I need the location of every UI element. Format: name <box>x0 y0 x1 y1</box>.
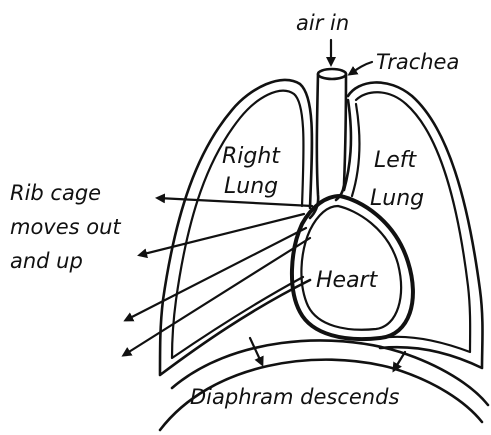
diaphragm-arrow-left <box>250 338 262 364</box>
right-lung-label-1: Right <box>222 144 281 169</box>
diaphragm-label: Diaphram descends <box>190 385 399 409</box>
right-lung-label-2: Lung <box>224 174 278 199</box>
air-in-label: air in <box>296 11 349 35</box>
left-lung-label-2: Lung <box>370 186 424 211</box>
heart-label: Heart <box>316 268 379 293</box>
diaphragm-arrow-right <box>394 352 405 370</box>
rib-cage-label-1: Rib cage <box>10 181 101 205</box>
right-lung <box>160 80 312 375</box>
trachea-arrow <box>350 62 372 74</box>
left-lung-label-1: Left <box>374 148 418 173</box>
left-lung <box>344 82 483 368</box>
rib-cage-label-2: moves out <box>10 215 121 239</box>
rib-cage-label-3: and up <box>10 249 83 273</box>
rib-cage-arrows <box>124 198 312 355</box>
trachea-label: Trachea <box>376 50 459 74</box>
